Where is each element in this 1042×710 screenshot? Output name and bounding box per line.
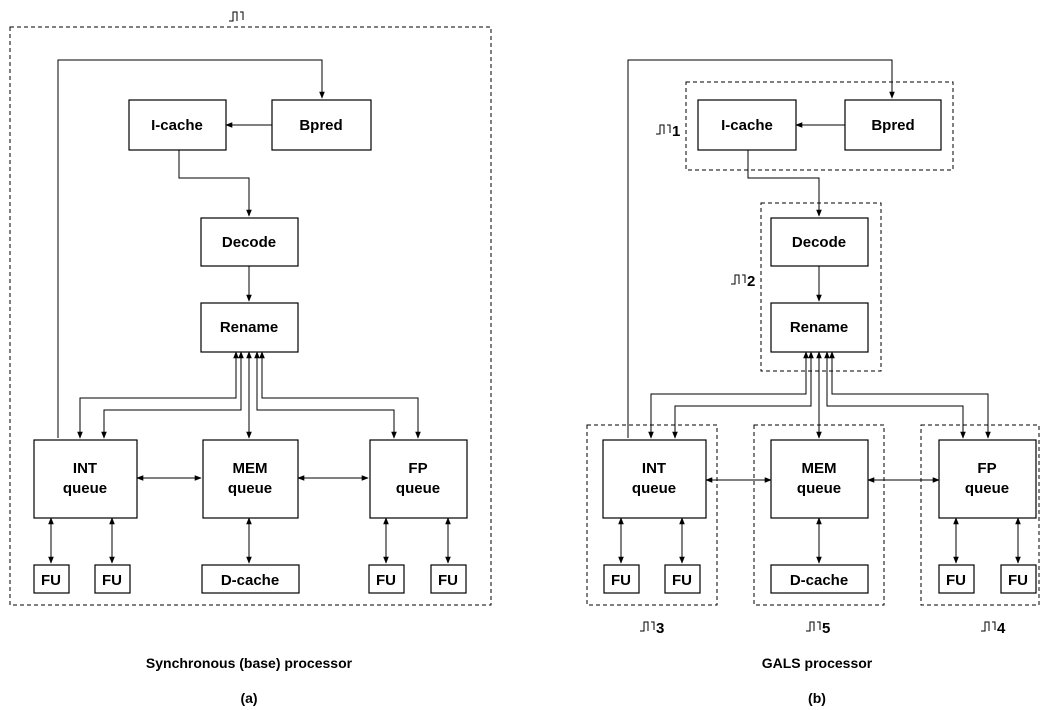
fp-queue-label-line1: FP — [408, 460, 427, 477]
fp-queue-block: FP queue — [938, 439, 1037, 519]
rename-block: Rename — [200, 302, 299, 353]
fu-label: FU — [102, 572, 122, 589]
clock-domain-1-label: 1 — [656, 123, 680, 140]
branch-feedback-wire — [57, 59, 325, 438]
fp-queue-block: FP queue — [369, 439, 468, 519]
fu-label: FU — [438, 572, 458, 589]
fp-queue-label-line1: FP — [977, 460, 996, 477]
mem-queue-block: MEM queue — [202, 439, 299, 519]
clock-icon — [640, 621, 655, 632]
mem-queue-label-line1: MEM — [233, 460, 268, 477]
rename-label: Rename — [790, 319, 848, 336]
clock-domain-2-label: 2 — [731, 273, 755, 290]
decode-label: Decode — [792, 234, 846, 251]
int-queue-block: INT queue — [602, 439, 707, 519]
icache-block: I-cache — [697, 99, 797, 151]
int-rename-wire-outer — [77, 351, 239, 439]
icache-label: I-cache — [151, 117, 203, 134]
clock-domain-2-number: 2 — [747, 273, 755, 290]
diagram-a: I-cache Bpred Decode Rename INT queue ME… — [9, 11, 492, 706]
diagram-b: I-cache Bpred Decode Rename INT queue ME… — [586, 59, 1040, 706]
fp-rename-wire-outer — [829, 351, 991, 439]
int-rename-wire-inner — [672, 351, 814, 439]
fu-block: FU — [1000, 564, 1037, 594]
icache-block: I-cache — [128, 99, 227, 151]
fu-block: FU — [94, 564, 131, 594]
fu-block: FU — [664, 564, 701, 594]
decode-block: Decode — [770, 217, 869, 267]
clock-domain-4-number: 4 — [997, 620, 1006, 637]
int-queue-label-line1: INT — [642, 460, 666, 477]
clock-domain-4-label: 4 — [981, 620, 1006, 637]
dcache-label: D-cache — [790, 572, 848, 589]
mem-queue-label-line1: MEM — [802, 460, 837, 477]
fp-rename-wire-outer — [259, 351, 421, 439]
clock-icon — [731, 274, 746, 285]
fp-rename-wire-inner — [254, 351, 397, 439]
bpred-label: Bpred — [299, 117, 342, 134]
fu-block: FU — [938, 564, 975, 594]
caption-synchronous: Synchronous (base) processor — [146, 655, 353, 671]
rename-label: Rename — [220, 319, 278, 336]
fu-block: FU — [368, 564, 405, 594]
fu-label: FU — [1008, 572, 1028, 589]
mem-queue-block: MEM queue — [770, 439, 869, 519]
dcache-block: D-cache — [770, 564, 869, 594]
caption-gals: GALS processor — [762, 655, 873, 671]
int-queue-block: INT queue — [33, 439, 138, 519]
decode-label: Decode — [222, 234, 276, 251]
fp-queue-label-line2: queue — [965, 480, 1009, 497]
fu-label: FU — [946, 572, 966, 589]
fu-block: FU — [430, 564, 467, 594]
fu-label: FU — [672, 572, 692, 589]
sublabel-b: (b) — [808, 690, 826, 706]
mem-queue-label-line2: queue — [228, 480, 272, 497]
dcache-block: D-cache — [201, 564, 300, 594]
dcache-label: D-cache — [221, 572, 279, 589]
clock-icon — [981, 621, 996, 632]
int-queue-label-line2: queue — [63, 480, 107, 497]
decode-block: Decode — [200, 217, 299, 267]
clock-domain-5-number: 5 — [822, 620, 830, 637]
clock-domain-1-number: 1 — [672, 123, 680, 140]
fu-label: FU — [376, 572, 396, 589]
synchronous-domain-boundary — [9, 26, 492, 606]
sublabel-a: (a) — [240, 690, 257, 706]
bpred-label: Bpred — [871, 117, 914, 134]
clock-domain-1-boundary — [685, 81, 954, 171]
int-rename-wire-inner — [101, 351, 244, 439]
clock-domain-3-number: 3 — [656, 620, 664, 637]
int-queue-label-line2: queue — [632, 480, 676, 497]
icache-to-decode-wire — [178, 150, 252, 217]
fu-label: FU — [41, 572, 61, 589]
bpred-block: Bpred — [844, 99, 942, 151]
clock-domain-5-label: 5 — [806, 620, 830, 637]
clock-icon — [229, 11, 244, 22]
bpred-block: Bpred — [271, 99, 372, 151]
mem-queue-label-line2: queue — [797, 480, 841, 497]
icache-to-decode-wire — [747, 150, 822, 217]
branch-feedback-wire — [627, 59, 895, 438]
rename-block: Rename — [770, 302, 869, 353]
fu-block: FU — [603, 564, 640, 594]
icache-label: I-cache — [721, 117, 773, 134]
clock-icon — [656, 124, 671, 135]
fp-queue-label-line2: queue — [396, 480, 440, 497]
clock-domain-2-boundary — [760, 202, 882, 372]
fu-label: FU — [611, 572, 631, 589]
fu-block: FU — [33, 564, 70, 594]
clock-domain-3-label: 3 — [640, 620, 664, 637]
int-queue-label-line1: INT — [73, 460, 97, 477]
clock-icon — [806, 621, 821, 632]
